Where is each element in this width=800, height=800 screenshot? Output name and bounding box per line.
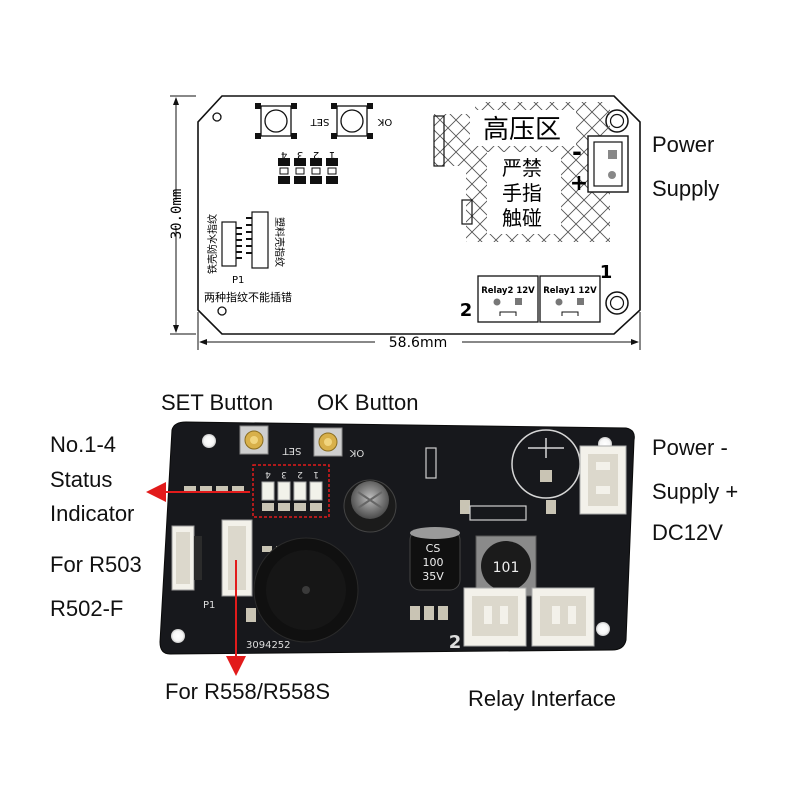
mounting-hole-bottom-left bbox=[217, 306, 227, 316]
drawing-plus-sign: + bbox=[570, 171, 588, 196]
width-dimension: 58.6mm bbox=[197, 312, 641, 351]
pcb-led-number: 2 bbox=[297, 469, 303, 479]
callout-r558: For R558/R558S bbox=[165, 679, 331, 704]
pcb-connector-r503 bbox=[171, 525, 202, 591]
pcb-p1-label: P1 bbox=[203, 600, 215, 611]
drawing-number-1: 1 bbox=[600, 262, 613, 283]
hv-line-4: 触碰 bbox=[502, 206, 542, 230]
callout-status-line-2: Status bbox=[50, 467, 113, 492]
drawing-led-pads bbox=[278, 158, 338, 184]
pcb-silk-mark bbox=[425, 447, 437, 479]
pcb-power-connector bbox=[579, 445, 627, 515]
callout-ok-button: OK Button bbox=[317, 390, 419, 415]
drawing-minus-sign: - bbox=[572, 138, 582, 166]
technical-drawing: 30.0mm 58.6mm SET OK bbox=[169, 95, 641, 351]
pcb-led-number: 4 bbox=[265, 469, 271, 479]
pcb-led-number: 1 bbox=[313, 469, 319, 479]
board-outline bbox=[197, 95, 641, 335]
pcb-relay-2-connector bbox=[463, 587, 527, 647]
height-dimension: 30.0mm bbox=[169, 95, 196, 335]
drawing-relay-1: Relay1 12V bbox=[539, 275, 601, 323]
drawing-connector-left-label: 铁壳防水指纹 bbox=[206, 214, 219, 274]
pcb-serial: 3094252 bbox=[246, 640, 291, 651]
width-dimension-label: 58.6mm bbox=[389, 335, 447, 351]
pcb-led-number: 3 bbox=[281, 469, 287, 479]
callout-status-line-1: No.1-4 bbox=[50, 432, 117, 457]
drawing-led-numbers: 4 3 2 1 bbox=[281, 149, 335, 160]
drawing-relay-2: Relay2 12V bbox=[477, 275, 539, 323]
drawing-set-button bbox=[255, 103, 297, 139]
callout-power-bottom-line-1: Power - bbox=[652, 435, 728, 460]
callout-set-button: SET Button bbox=[161, 390, 274, 415]
pcb-hole bbox=[202, 434, 216, 448]
hv-title: 高压区 bbox=[483, 115, 561, 145]
callout-power-top-line-1: Power bbox=[652, 132, 715, 157]
capacitor-line-3: 35V bbox=[422, 570, 444, 583]
pcb-buzzer bbox=[253, 537, 359, 643]
capacitor-line-2: 100 bbox=[423, 556, 444, 569]
pcb-set-silk: SET bbox=[282, 445, 302, 456]
drawing-ok-silk: OK bbox=[377, 116, 392, 127]
height-dimension-label: 30.0mm bbox=[169, 189, 185, 240]
pcb-hole bbox=[596, 622, 610, 636]
drawing-connector-right-label: 塑料壳指纹 bbox=[273, 217, 286, 267]
callout-power-bottom-line-3: DC12V bbox=[652, 520, 723, 545]
drawing-number-2: 2 bbox=[460, 300, 473, 321]
pcb-smd-parts bbox=[184, 486, 556, 622]
hv-line-3: 手指 bbox=[502, 181, 542, 205]
pcb-ok-button bbox=[313, 427, 343, 457]
drawing-p1-label: P1 bbox=[232, 275, 244, 286]
drawing-power-connector: - + bbox=[570, 135, 629, 196]
callout-r503-line-1: For R503 bbox=[50, 552, 142, 577]
drawing-warning-label: 两种指纹不能插错 bbox=[204, 290, 292, 304]
callout-status-line-3: Indicator bbox=[50, 501, 135, 526]
drawing-led-number: 1 bbox=[329, 149, 335, 160]
drawing-led-number: 2 bbox=[313, 149, 319, 160]
pcb-number-2: 2 bbox=[449, 632, 462, 653]
inductor-label: 101 bbox=[493, 560, 520, 576]
pcb-inductor: 101 bbox=[475, 535, 537, 597]
pcb-board: SET OK 4 3 2 1 bbox=[159, 421, 635, 655]
led-highlight-box bbox=[252, 464, 330, 518]
pcb-set-button bbox=[239, 425, 269, 455]
drawing-relay-1-label: Relay1 12V bbox=[543, 286, 597, 296]
drawing-connector-right bbox=[246, 211, 269, 269]
drawing-led-number: 3 bbox=[297, 149, 303, 160]
pcb-led-bank: 4 3 2 1 bbox=[252, 464, 330, 518]
drawing-relay-2-label: Relay2 12V bbox=[481, 286, 535, 296]
callout-power-bottom-line-2: Supply + bbox=[652, 479, 739, 504]
pcb-capacitor-large: CS 100 35V bbox=[409, 527, 461, 591]
callout-r503-line-2: R502-F bbox=[50, 596, 124, 621]
drawing-connector-left bbox=[221, 221, 242, 267]
drawing-ok-button bbox=[331, 103, 373, 139]
mounting-hole-top-left bbox=[212, 112, 222, 122]
hv-line-2: 严禁 bbox=[502, 156, 542, 180]
high-voltage-zone: 高压区 严禁 手指 触碰 bbox=[433, 102, 610, 242]
callout-relay-interface: Relay Interface bbox=[468, 686, 616, 711]
capacitor-line-1: CS bbox=[426, 542, 441, 555]
callout-power-top-line-2: Supply bbox=[652, 176, 720, 201]
pcb-ok-silk: OK bbox=[349, 447, 364, 458]
pcb-hole bbox=[171, 629, 185, 643]
drawing-led-number: 4 bbox=[281, 149, 287, 160]
drawing-set-silk: SET bbox=[310, 116, 330, 127]
pcb-relay-1-connector bbox=[531, 587, 595, 647]
pcb-capacitor-small bbox=[343, 479, 397, 533]
mounting-hole-bottom-right bbox=[605, 291, 629, 315]
pcb-silk-mark bbox=[469, 505, 527, 521]
